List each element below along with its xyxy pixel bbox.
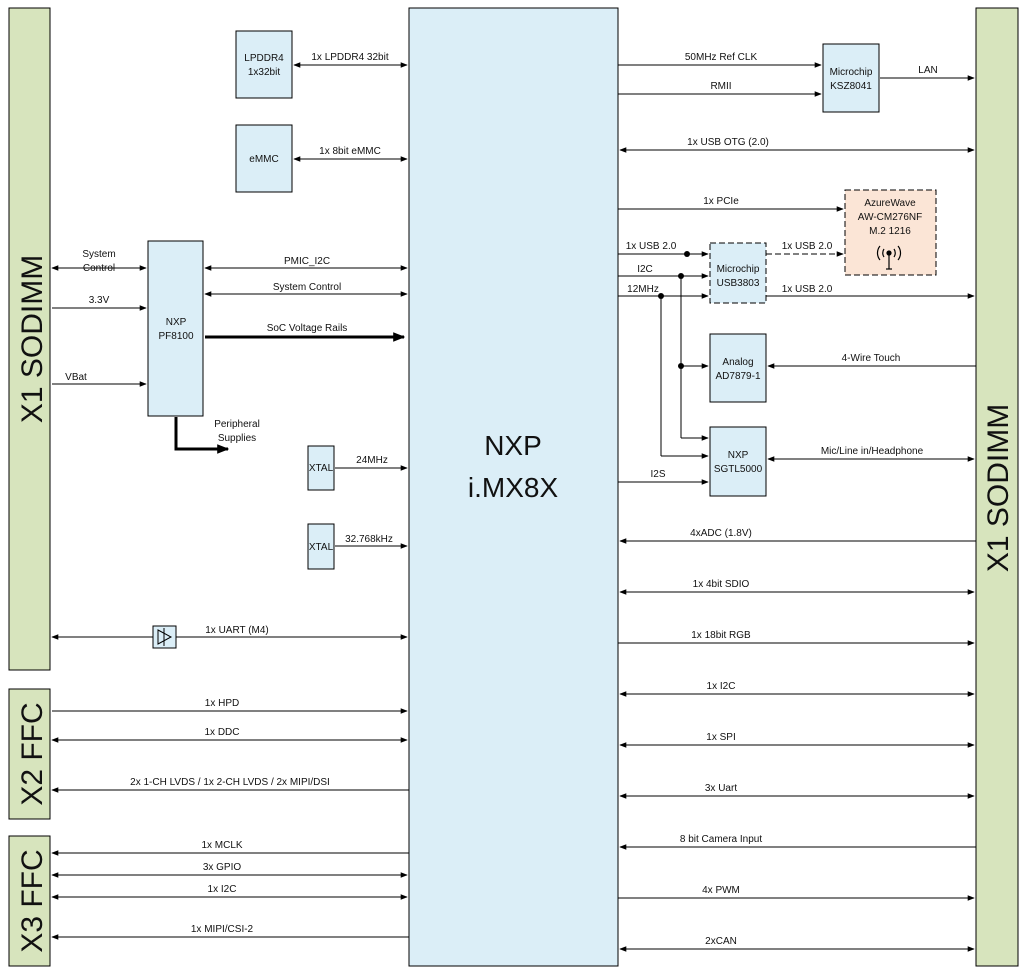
x3-label: X3 FFC — [16, 849, 49, 952]
lpddr4-block: LPDDR4 1x32bit — [235, 30, 293, 99]
x1-right-label: X1 SODIMM — [982, 404, 1015, 572]
svg-text:I2S: I2S — [650, 469, 665, 480]
svg-text:SoC Voltage Rails: SoC Voltage Rails — [267, 323, 348, 334]
wifi-antenna-icon — [876, 245, 902, 270]
soc-name: i.MX8X — [468, 472, 559, 503]
pmic-block: NXP PF8100 — [147, 240, 204, 417]
x1-sodimm-right: X1 SODIMM — [975, 7, 1019, 967]
svg-text:1x I2C: 1x I2C — [707, 681, 736, 692]
xtal-32khz-block: XTAL — [307, 523, 335, 570]
svg-text:12MHz: 12MHz — [627, 284, 659, 295]
svg-text:System Control: System Control — [273, 282, 341, 293]
svg-text:8 bit Camera Input: 8 bit Camera Input — [680, 834, 762, 845]
svg-text:1x 4bit SDIO: 1x 4bit SDIO — [693, 579, 750, 590]
svg-text:LAN: LAN — [918, 65, 937, 76]
svg-text:RMII: RMII — [710, 81, 731, 92]
svg-text:SGTL5000: SGTL5000 — [714, 464, 763, 475]
svg-text:1x LPDDR4 32bit: 1x LPDDR4 32bit — [311, 52, 388, 63]
ad7879-block: Analog AD7879-1 — [709, 333, 767, 403]
svg-text:LPDDR4: LPDDR4 — [244, 53, 284, 64]
svg-text:24MHz: 24MHz — [356, 455, 388, 466]
svg-text:1x 8bit eMMC: 1x 8bit eMMC — [319, 146, 381, 157]
x1-left-label: X1 SODIMM — [16, 255, 49, 423]
svg-text:3x GPIO: 3x GPIO — [203, 862, 242, 873]
svg-text:1x USB OTG (2.0): 1x USB OTG (2.0) — [687, 137, 769, 148]
svg-text:VBat: VBat — [65, 372, 87, 383]
svg-text:32.768kHz: 32.768kHz — [345, 534, 393, 545]
buffer-icon — [152, 625, 177, 649]
x2-ffc: X2 FFC — [8, 688, 51, 820]
svg-text:NXP: NXP — [166, 317, 187, 328]
svg-text:Microchip: Microchip — [717, 264, 760, 275]
svg-text:USB3803: USB3803 — [717, 278, 760, 289]
right-connections — [618, 62, 976, 952]
svg-text:50MHz Ref CLK: 50MHz Ref CLK — [685, 52, 758, 63]
ksz8041-block: Microchip KSZ8041 — [822, 43, 880, 113]
svg-text:XTAL: XTAL — [309, 463, 334, 474]
svg-text:1x UART (M4): 1x UART (M4) — [205, 625, 269, 636]
xtal-24mhz-block: XTAL — [307, 445, 335, 491]
svg-text:1x32bit: 1x32bit — [248, 67, 280, 78]
svg-text:I2C: I2C — [637, 264, 653, 275]
svg-text:Control: Control — [83, 263, 115, 274]
svg-text:2x 1-CH LVDS / 1x 2-CH LVDS /: 2x 1-CH LVDS / 1x 2-CH LVDS / 2x MIPI/DS… — [130, 777, 330, 788]
svg-text:PF8100: PF8100 — [158, 331, 193, 342]
svg-text:4-Wire Touch: 4-Wire Touch — [842, 353, 901, 364]
svg-text:eMMC: eMMC — [249, 154, 278, 165]
sgtl5000-block: NXP SGTL5000 — [709, 426, 767, 497]
svg-text:1x USB 2.0: 1x USB 2.0 — [782, 284, 833, 295]
peripheral-supplies-line — [174, 417, 230, 454]
svg-text:AzureWave: AzureWave — [864, 198, 916, 209]
svg-text:Peripheral: Peripheral — [214, 419, 260, 430]
x1-sodimm-left: X1 SODIMM — [8, 7, 51, 671]
svg-text:NXP: NXP — [728, 450, 749, 461]
svg-text:1x USB 2.0: 1x USB 2.0 — [782, 241, 833, 252]
svg-text:1x MCLK: 1x MCLK — [201, 840, 242, 851]
svg-text:AD7879-1: AD7879-1 — [715, 371, 760, 382]
svg-text:3x Uart: 3x Uart — [705, 783, 737, 794]
svg-text:1x I2C: 1x I2C — [208, 884, 237, 895]
svg-text:1x DDC: 1x DDC — [204, 727, 239, 738]
svg-text:3.3V: 3.3V — [89, 295, 110, 306]
left-labels: 1x LPDDR4 32bit 1x 8bit eMMC System Cont… — [65, 52, 393, 935]
wifi-module-block: AzureWave AW-CM276NF M.2 1216 — [844, 189, 937, 276]
svg-text:XTAL: XTAL — [309, 542, 334, 553]
svg-text:M.2 1216: M.2 1216 — [869, 226, 911, 237]
x2-label: X2 FFC — [16, 702, 49, 805]
left-connections — [51, 62, 409, 940]
svg-text:4x PWM: 4x PWM — [702, 885, 740, 896]
junction-dots — [658, 251, 690, 369]
soc-vendor: NXP — [484, 430, 542, 461]
svg-text:1x 18bit RGB: 1x 18bit RGB — [691, 630, 751, 641]
svg-text:Analog: Analog — [722, 357, 753, 368]
svg-text:Microchip: Microchip — [830, 67, 873, 78]
svg-text:KSZ8041: KSZ8041 — [830, 81, 872, 92]
svg-text:1x SPI: 1x SPI — [706, 732, 735, 743]
svg-text:4xADC (1.8V): 4xADC (1.8V) — [690, 528, 752, 539]
usb3803-block: Microchip USB3803 — [709, 242, 767, 304]
svg-text:1x PCIe: 1x PCIe — [703, 196, 739, 207]
svg-text:2xCAN: 2xCAN — [705, 936, 737, 947]
svg-text:AW-CM276NF: AW-CM276NF — [858, 212, 922, 223]
svg-text:1x MIPI/CSI-2: 1x MIPI/CSI-2 — [191, 924, 254, 935]
svg-text:Mic/Line in/Headphone: Mic/Line in/Headphone — [821, 446, 924, 457]
right-labels: 50MHz Ref CLK RMII LAN 1x USB OTG (2.0) … — [626, 52, 938, 947]
svg-text:Supplies: Supplies — [218, 433, 256, 444]
svg-text:PMIC_I2C: PMIC_I2C — [284, 256, 330, 267]
svg-text:System: System — [82, 249, 115, 260]
svg-text:1x USB 2.0: 1x USB 2.0 — [626, 241, 677, 252]
soc-block: NXP i.MX8X — [408, 7, 619, 967]
svg-text:1x HPD: 1x HPD — [205, 698, 239, 709]
x3-ffc: X3 FFC — [8, 835, 51, 967]
emmc-block: eMMC — [235, 124, 293, 193]
